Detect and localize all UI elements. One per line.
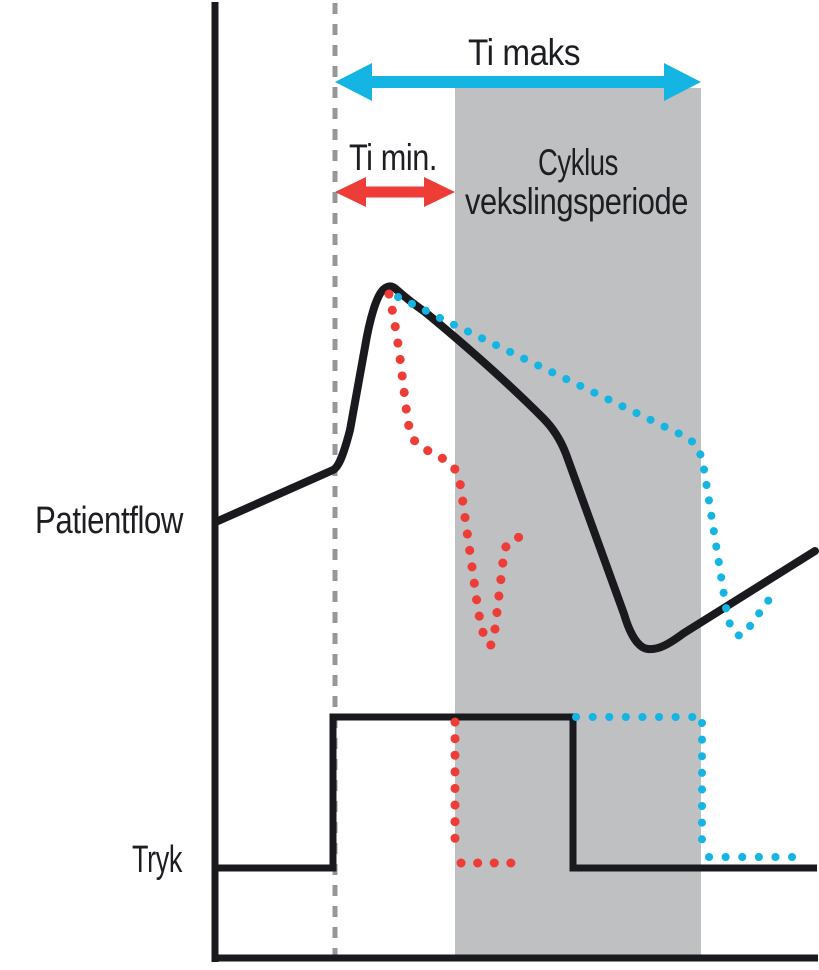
pressure-trace-red-dotted [450, 717, 517, 868]
pressure-trace-black [218, 713, 817, 872]
ti-maks-arrow [335, 63, 701, 101]
ti-maks-arrow-left-head [335, 63, 372, 101]
ti-min-arrow [335, 177, 455, 207]
ti-min-label: Ti min. [349, 137, 437, 178]
pressure-trace-cyan-dotted [572, 713, 798, 861]
patientflow-axis-label: Patientflow [35, 500, 184, 542]
ti-min-arrow-left-head [335, 177, 366, 207]
patientflow-curve-red-dotted [384, 289, 526, 651]
cycle-window-label-line2: vekslingsperiode [465, 181, 688, 222]
ti-maks-arrow-right-head [664, 63, 701, 101]
patientflow-curve-black [214, 282, 819, 654]
cycle-window-band [455, 88, 701, 958]
patientflow-curve-cyan-dotted [394, 293, 777, 640]
tryk-axis-label: Tryk [132, 839, 183, 881]
cycle-window-label-line1: Cyklus [538, 142, 618, 183]
ti-maks-label: Ti maks [468, 32, 580, 73]
ti-min-arrow-right-head [424, 177, 455, 207]
